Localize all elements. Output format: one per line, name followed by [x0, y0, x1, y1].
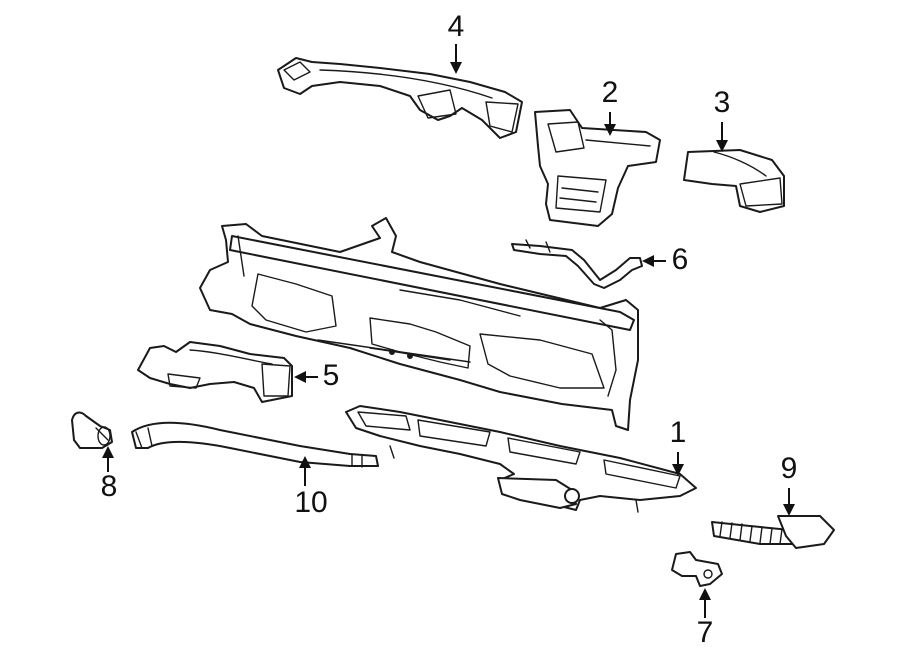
callout-4: 4	[448, 10, 465, 74]
callout-number: 9	[781, 452, 798, 485]
callout-6: 6	[642, 243, 688, 276]
part-1-vent-duct	[345, 405, 697, 513]
callout-number: 6	[672, 243, 689, 276]
part-3-side-duct	[683, 149, 785, 213]
callout-number: 8	[101, 470, 118, 503]
callout-2: 2	[602, 76, 619, 136]
part-4-defroster-duct	[277, 57, 523, 139]
callout-8: 8	[101, 446, 118, 503]
callout-5: 5	[294, 359, 339, 392]
callout-number: 1	[670, 416, 687, 449]
callout-7: 7	[697, 588, 714, 649]
part-7-bracket	[671, 551, 723, 587]
callout-number: 7	[697, 616, 714, 649]
callout-number: 5	[323, 359, 340, 392]
callout-3: 3	[714, 86, 731, 152]
part-2-center-duct	[534, 109, 661, 227]
callout-number: 10	[294, 486, 327, 519]
callout-9: 9	[781, 452, 798, 516]
callout-number: 3	[714, 86, 731, 119]
callout-10: 10	[294, 456, 328, 519]
callout-1: 1	[670, 416, 687, 476]
part-9-hose	[711, 515, 835, 549]
callout-number: 2	[602, 76, 619, 109]
part-8-vent	[71, 411, 113, 449]
part-5-left-duct	[137, 341, 293, 403]
part-10-hose	[131, 421, 379, 468]
instrument-panel-frame	[199, 217, 639, 431]
part-6-rod	[511, 239, 643, 289]
callout-number: 4	[448, 10, 465, 43]
